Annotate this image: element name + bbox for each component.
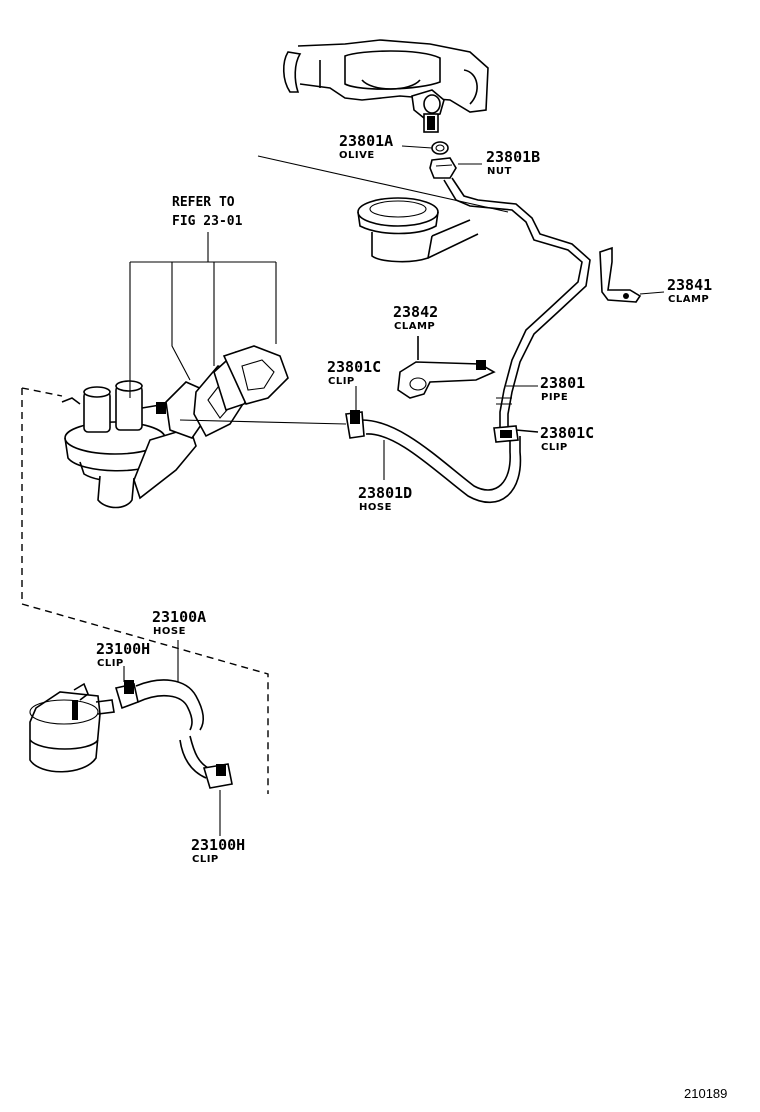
part-number-23100h-bottom: 23100H bbox=[191, 836, 245, 854]
part-number-23100h-top: 23100H bbox=[96, 640, 150, 658]
part-name-clip-23801c-left: CLIP bbox=[328, 376, 355, 387]
part-number-23801b: 23801B bbox=[486, 148, 540, 166]
olive-part bbox=[431, 141, 449, 155]
refer-to-line2: FIG 23-01 bbox=[172, 214, 243, 229]
part-number-23801a: 23801A bbox=[339, 132, 393, 150]
clip-23100h-top-drawing bbox=[114, 680, 139, 710]
clamp-23841-drawing bbox=[599, 246, 642, 303]
part-number-23801: 23801 bbox=[540, 374, 585, 392]
part-name-hose-23100a: HOSE bbox=[153, 626, 186, 637]
part-name-clip-23100h-bottom: CLIP bbox=[192, 854, 219, 865]
nut-part bbox=[429, 157, 457, 179]
fuel-pipe-drawing bbox=[443, 177, 591, 430]
hose-23801d-drawing bbox=[361, 419, 522, 504]
carburetor-drawing bbox=[282, 39, 489, 133]
clip-23100h-bottom-drawing bbox=[202, 763, 233, 789]
part-number-23801d: 23801D bbox=[358, 484, 412, 502]
figure-id: 210189 bbox=[684, 1086, 727, 1101]
part-name-clamp-23842: CLAMP bbox=[394, 321, 435, 332]
part-number-23801c-left: 23801C bbox=[327, 358, 381, 376]
clamp-23842-drawing bbox=[397, 336, 496, 399]
dashed-connection bbox=[21, 387, 269, 794]
part-name-clamp-23841: CLAMP bbox=[668, 294, 709, 305]
fuel-filter-drawing bbox=[29, 682, 115, 773]
part-number-23801c-right: 23801C bbox=[540, 424, 594, 442]
refer-to-line1: REFER TO bbox=[172, 195, 235, 210]
part-name-nut: NUT bbox=[487, 166, 512, 177]
clip-23801c-left-drawing bbox=[345, 410, 365, 439]
oil-filler-cap-drawing bbox=[357, 197, 479, 263]
refer-bracket bbox=[129, 232, 277, 398]
part-number-23841: 23841 bbox=[667, 276, 712, 294]
pump-hose-leader bbox=[179, 419, 347, 425]
hose-23100a-drawing bbox=[135, 679, 213, 779]
part-number-23100a: 23100A bbox=[152, 608, 206, 626]
part-name-clip-23801c-right: CLIP bbox=[541, 442, 568, 453]
leader-line bbox=[257, 155, 509, 213]
part-name-olive: OLIVE bbox=[339, 150, 375, 161]
part-name-pipe: PIPE bbox=[541, 392, 568, 403]
part-name-hose-23801d: HOSE bbox=[359, 502, 392, 513]
gasket-set-drawing bbox=[165, 345, 289, 439]
part-name-clip-23100h-top: CLIP bbox=[97, 658, 124, 669]
clip-23801c-right-drawing bbox=[493, 425, 539, 443]
part-number-23842: 23842 bbox=[393, 303, 438, 321]
fuel-pump-drawing bbox=[61, 380, 197, 509]
label-leaders bbox=[123, 145, 665, 836]
